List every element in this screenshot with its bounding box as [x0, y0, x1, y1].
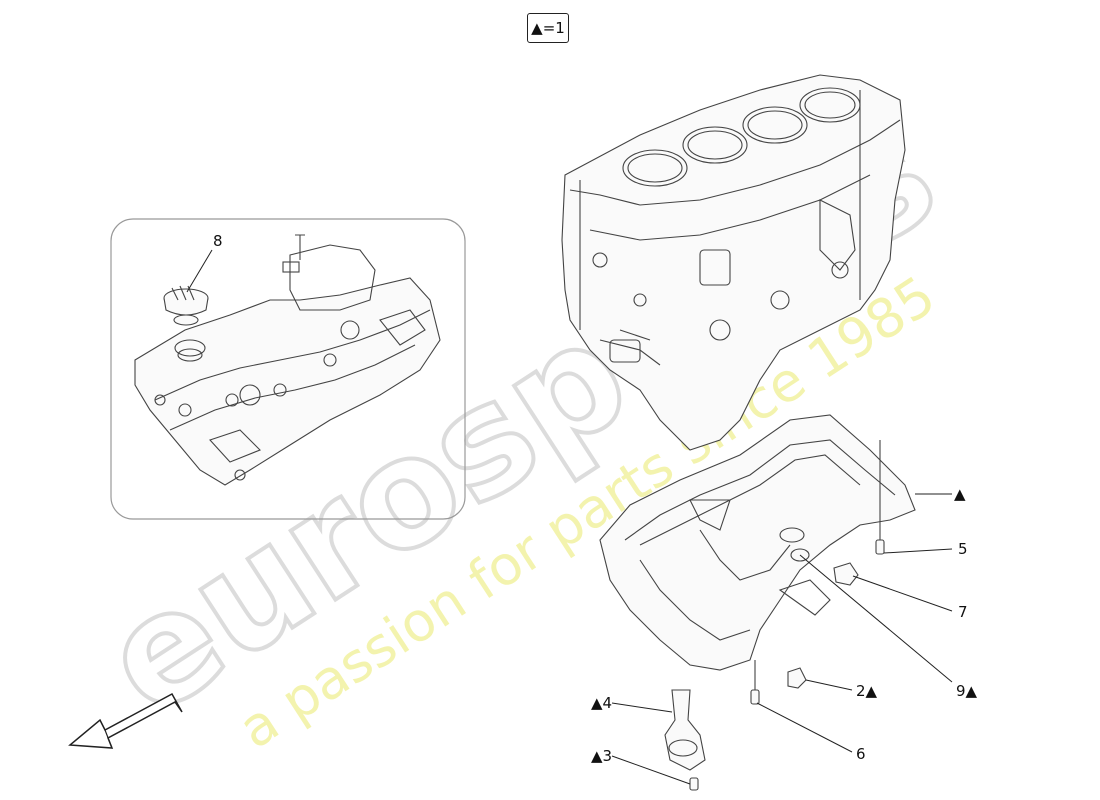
- callout-4: ▲4: [591, 694, 612, 712]
- leader-3: [611, 755, 691, 785]
- leader-5: [883, 548, 953, 554]
- oil-sump: [599, 414, 916, 671]
- front-direction-arrow-icon: [68, 692, 183, 749]
- callout-6: 6: [856, 745, 866, 763]
- callout-3: ▲3: [591, 747, 612, 765]
- valve-cover-inset: [110, 218, 466, 520]
- inset-frame: [110, 218, 466, 520]
- callout-5: 5: [958, 540, 968, 558]
- oil-filler-cap: [163, 285, 209, 326]
- leader-2: [805, 679, 853, 691]
- leader-9: [799, 554, 953, 683]
- valve-cover-illustration: [134, 234, 441, 486]
- plug-part-7: [833, 562, 859, 586]
- callout-9: 9▲: [956, 682, 978, 700]
- legend-box: ▲=1: [527, 13, 569, 43]
- oil-level-sensor-part-4: [664, 689, 706, 771]
- drain-plug-part-2: [787, 667, 807, 689]
- callouts: 8 ▲ 5 7 2▲ 9▲ ▲4 6 ▲3: [213, 232, 978, 765]
- bolt-part-6: [750, 660, 760, 705]
- engine-block: [561, 74, 906, 451]
- leader-4: [611, 702, 673, 713]
- leader-7: [852, 575, 953, 612]
- bolt-part-3: [689, 777, 699, 791]
- callout-7: 7: [958, 603, 968, 621]
- bolt-part-5: [875, 440, 885, 555]
- leader-6: [756, 702, 853, 753]
- callout-2: 2▲: [856, 682, 878, 700]
- callout-triangle: ▲: [954, 485, 966, 503]
- leader-8: [186, 249, 213, 293]
- callout-8: 8: [213, 232, 223, 250]
- leader-lines: [186, 249, 953, 785]
